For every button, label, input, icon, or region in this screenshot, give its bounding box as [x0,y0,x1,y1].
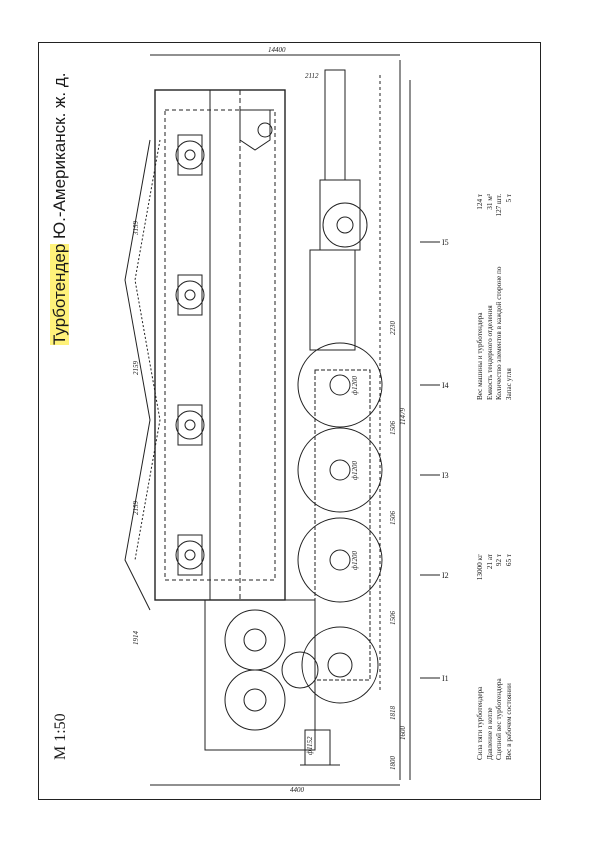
dim-label: ф1200 [351,376,359,395]
fan-2 [175,280,205,310]
dim-label: 1506 [389,611,397,626]
spec-value: 13000 кг [476,554,484,581]
turbine-nozzle [257,122,273,138]
coupling-disk [322,202,368,248]
gear-hub-1 [243,628,267,652]
spec-label: Сила тяги турботендера [476,686,484,760]
spec-row: Вес в рабочем состоянии 65 т [505,554,515,760]
dim-label: 1914 [132,631,140,646]
fan-hub-4 [184,549,196,561]
dim-label: ф1152 [306,736,314,755]
fan-housing-4 [177,534,203,576]
condenser-strut [124,139,151,611]
spec-label: Вес машины и турботендера [476,312,484,400]
dim-label: ф1200 [351,551,359,570]
axis-label: I5 [442,238,449,247]
spec-value: 92 т [495,554,503,567]
dim-label: 2230 [389,321,397,336]
turbine-housing [239,109,271,151]
wheel-frame [314,369,371,681]
coupling-body [319,179,361,251]
spec-value: 65 т [504,554,513,567]
coupling-hub [336,216,354,234]
wheel-2 [297,427,383,513]
wheel-hub-4 [327,652,353,678]
tender-inner [164,109,276,581]
spec-row: Вес машины и турботендера 124 т [476,194,486,400]
axis-label: I3 [442,471,449,480]
dim-label: 1800 [389,756,397,771]
dim-label: 3159 [132,221,140,237]
spec-label: Запас угля [504,368,513,400]
dim-label: 1600 [399,726,407,741]
fan-housing-1 [177,134,203,176]
condenser-strut-2 [134,139,161,561]
dim-label: 4400 [290,786,305,794]
spec-value: 31 м³ [485,194,494,210]
axis-label: I2 [442,571,449,580]
spec-value: 5 т [504,194,513,203]
fan-1 [175,140,205,170]
gear-2 [224,669,286,731]
spec-row: Сила тяги турботендера 13000 кг [476,554,486,760]
wheel-4 [301,626,379,704]
wheel-1 [297,342,383,428]
spec-row: Давление в котле 21 ат [486,554,496,760]
gear-3 [281,651,319,689]
wheel-3 [297,517,383,603]
spec-label: Количество элементов в каждой стороне по [495,266,503,400]
gearbox-case [204,599,316,751]
spec-row: Запас угля 5 т [505,194,515,400]
specs-left: Сила тяги турботендера 13000 кг Давление … [476,554,514,760]
dim-label: 11479 [399,408,407,425]
spec-label: Сцепной вес турботендера [495,678,503,760]
wheel-hub-3 [329,549,351,571]
gear-1 [224,609,286,671]
dim-label: 2159 [132,501,140,516]
spec-row: Количество элементов в каждой стороне по… [495,194,505,400]
dim-label: 1506 [389,421,397,436]
fan-housing-3 [177,404,203,446]
fan-4 [175,540,205,570]
axis-label: I4 [442,381,449,390]
axis-label: I1 [442,674,449,683]
wheel-hub-1 [329,374,351,396]
dim-label: 14400 [268,46,286,54]
spec-value: 21 ат [485,554,494,570]
dim-label: 1506 [389,511,397,526]
spec-value: 124 т [476,194,484,210]
spec-row: Сцепной вес турботендера 92 т [495,554,505,760]
fan-hub-1 [184,149,196,161]
dim-label: 2112 [305,72,319,80]
fan-housing-2 [177,274,203,316]
fan-3 [175,410,205,440]
spec-label: Вес в рабочем состоянии [504,683,513,760]
spec-row: Емкость тендерного отделения 31 м³ [486,194,496,400]
spec-label: Емкость тендерного отделения [485,305,494,400]
spec-value: 127 шт. [495,194,503,217]
wheel-hub-2 [329,459,351,481]
fan-hub-2 [184,289,196,301]
page-frame [38,42,541,800]
specs-right: Вес машины и турботендера 124 т Емкость т… [476,194,514,400]
truck-frame-front [309,249,356,351]
dim-label: 2159 [132,361,140,376]
dim-label: 1818 [389,706,397,721]
coupling-pipe [324,69,346,181]
fan-hub-3 [184,419,196,431]
tender-body [154,89,286,601]
gear-hub-2 [243,688,267,712]
spec-label: Давление в котле [485,707,494,760]
dim-label: ф1200 [351,461,359,480]
